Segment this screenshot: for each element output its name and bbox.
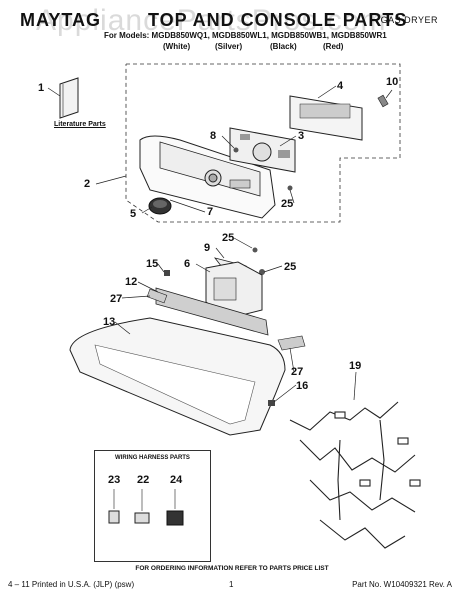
- knob: [148, 197, 172, 215]
- callout-19: 19: [349, 360, 362, 372]
- callout-25b: 25: [222, 232, 235, 244]
- connector-24: [166, 510, 184, 526]
- color-red: (Red): [323, 42, 344, 51]
- callout-5: 5: [130, 208, 137, 220]
- connector-23: [108, 510, 120, 524]
- callout-27a: 27: [110, 293, 123, 305]
- callout-25c: 25: [284, 261, 297, 273]
- product-type: GAS DRYER: [380, 15, 438, 25]
- callout-24: 24: [170, 474, 183, 486]
- print-info: 4 – 11 Printed in U.S.A. (JLP) (psw): [8, 580, 135, 589]
- wiring-harness: [289, 401, 421, 549]
- callout-23: 23: [108, 474, 121, 486]
- callout-13: 13: [103, 316, 116, 328]
- part-number: Part No. W10409321 Rev. A: [352, 580, 452, 589]
- ordering-note: FOR ORDERING INFORMATION REFER TO PARTS …: [135, 565, 329, 572]
- literature-parts-label: Literature Parts: [54, 121, 106, 128]
- model-list: For Models: MGDB850WQ1, MGDB850WL1, MGDB…: [104, 31, 387, 40]
- page-title: TOP AND CONSOLE PARTS: [148, 10, 408, 30]
- screw-8: [233, 147, 239, 153]
- console-bracket: [289, 95, 363, 141]
- callout-6: 6: [184, 258, 191, 270]
- callout-22: 22: [137, 474, 150, 486]
- strip-27: [146, 288, 168, 304]
- color-black: (Black): [270, 42, 297, 51]
- literature-booklet: [59, 77, 79, 119]
- color-white: (White): [163, 42, 191, 51]
- brand-name: MAYTAG: [20, 10, 102, 30]
- page-number: 1: [229, 580, 234, 589]
- screw-25c: [259, 269, 265, 275]
- top-panel: [69, 317, 286, 436]
- callout-25a: 25: [281, 198, 294, 210]
- callout-4: 4: [337, 80, 344, 92]
- wiring-harness-parts-box: WIRING HARNESS PARTS: [94, 450, 211, 562]
- gas-valve: [205, 261, 263, 319]
- callout-27b: 27: [291, 366, 304, 378]
- callout-1: 1: [38, 82, 45, 94]
- callout-8: 8: [210, 130, 217, 142]
- callout-15: 15: [146, 258, 159, 270]
- callout-12: 12: [125, 276, 138, 288]
- wiring-harness-title: WIRING HARNESS PARTS: [115, 455, 190, 461]
- wiring-parts-drawing: [108, 489, 184, 526]
- callout-7: 7: [207, 206, 214, 218]
- control-board: [229, 127, 296, 173]
- screw-25: [287, 185, 293, 191]
- callout-10: 10: [386, 76, 399, 88]
- callout-9: 9: [204, 242, 211, 254]
- color-silver: (Silver): [215, 42, 243, 51]
- bumper-15: [164, 270, 170, 276]
- callout-16: 16: [296, 380, 309, 392]
- screw-10: [377, 94, 389, 108]
- foot-16: [268, 400, 275, 406]
- callout-2: 2: [84, 178, 91, 190]
- terminal-22: [134, 512, 150, 524]
- strip-27b: [277, 335, 306, 351]
- console-housing: [139, 135, 276, 219]
- callout-3: 3: [298, 130, 305, 142]
- screw-25b: [252, 247, 258, 253]
